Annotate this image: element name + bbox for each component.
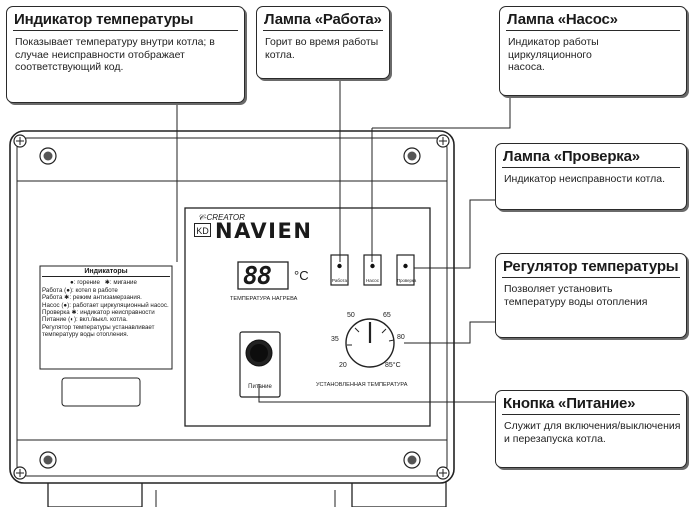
brand-logo: NAVIEN	[215, 219, 313, 243]
dial-tick-20: 20	[339, 362, 347, 369]
callout-divider	[506, 30, 680, 31]
legend-row-name: Насос	[42, 301, 60, 309]
bolt-top-right	[436, 134, 450, 148]
callout-desc: Горит во время работы котла.	[265, 36, 379, 61]
bolt-top-left	[13, 134, 27, 148]
legend-row-name: Питание	[42, 316, 67, 324]
dial-tick-65: 65	[383, 312, 391, 319]
legend-row-text: : режим антизамерзания.	[69, 294, 142, 302]
callout-power-button: Кнопка «Питание» Служит для включения/вы…	[495, 390, 687, 468]
legend-blink-icon: ✱	[104, 279, 110, 287]
callout-divider	[502, 167, 680, 168]
bolt-bottom-right	[436, 466, 450, 480]
dial-tick-85: 85°C	[385, 362, 401, 369]
indicators-legend	[39, 265, 173, 370]
dial-caption: УСТАНОВЛЕННАЯ ТЕМПЕРАТУРА	[316, 382, 408, 388]
leader-lines	[176, 79, 511, 403]
brand-tagline: 𝒞-CREATOR	[198, 213, 245, 222]
legend-row-name: Проверка	[42, 309, 70, 317]
temperature-display	[237, 261, 289, 290]
callout-divider	[502, 277, 680, 278]
callout-desc: Индикатор неисправности котла.	[504, 173, 666, 185]
lamp-pump-label: Насос	[365, 278, 380, 283]
callout-title: Регулятор температуры	[503, 258, 679, 275]
legend-row-text: : индикатор неисправности	[76, 309, 155, 317]
control-panel	[184, 207, 431, 427]
callout-title: Лампа «Проверка»	[503, 148, 640, 165]
callout-desc: Служит для включения/выключения и переза…	[504, 420, 681, 445]
legend-row-name: Работа	[42, 294, 63, 302]
callout-divider	[263, 30, 383, 31]
dial-tick-80: 80	[397, 334, 405, 341]
display-digits: 88	[243, 261, 272, 290]
legend-row-name: Работа	[42, 286, 63, 294]
display-unit: °C	[294, 268, 309, 283]
callout-divider	[502, 414, 680, 415]
legend-on-text: : горение	[73, 279, 100, 287]
legend-row: Проверка ✱: индикатор неисправности	[42, 309, 155, 317]
legend-row: Насос (●): работает циркуляционный насос…	[42, 301, 169, 309]
legend-title: Индикаторы	[42, 268, 170, 278]
legend-row-text: ): работает циркуляционный насос.	[67, 301, 169, 309]
legend-on-icon: ●	[70, 279, 74, 287]
screw-top-right	[403, 147, 421, 165]
legend-blink-text: : мигание	[109, 279, 137, 287]
callout-divider	[13, 30, 238, 31]
lamp-pump	[363, 254, 382, 286]
callout-desc: Индикатор работы циркуляционного насоса.	[508, 36, 599, 73]
callout-desc: Показывает температуру внутри котла; в с…	[15, 36, 215, 73]
legend-window	[61, 377, 141, 407]
screw-top-left	[39, 147, 57, 165]
legend-note: Регулятор температуры устанавливает темп…	[42, 323, 155, 339]
callout-pump-lamp: Лампа «Насос» Индикатор работы циркуляци…	[499, 6, 687, 96]
callout-check-lamp: Лампа «Проверка» Индикатор неисправности…	[495, 143, 687, 210]
legend-row: Работа (●): котел в работе	[42, 286, 118, 294]
bolt-bottom-left	[13, 466, 27, 480]
legend-symbols: ●: горение ✱: мигание	[42, 279, 170, 286]
callout-title: Лампа «Насос»	[507, 11, 618, 28]
callout-temperature-indicator: Индикатор температуры Показывает темпера…	[6, 6, 245, 103]
lamp-check-label: Проверка	[397, 278, 417, 283]
callout-desc: Позволяет установить температуру воды от…	[504, 283, 648, 308]
display-caption: ТЕМПЕРАТУРА НАГРЕВА	[230, 296, 298, 302]
callout-title: Лампа «Работа»	[264, 11, 382, 28]
legend-row-text: ): вкл./выкл. котла.	[73, 316, 128, 324]
legend-row-text: ): котел в работе	[69, 286, 118, 294]
callout-title: Кнопка «Питание»	[503, 395, 636, 412]
screw-bottom-left	[39, 451, 57, 469]
callout-work-lamp: Лампа «Работа» Горит во время работы кот…	[256, 6, 390, 79]
callout-temperature-regulator: Регулятор температуры Позволяет установи…	[495, 253, 687, 338]
legend-row: Питание (◐): вкл./выкл. котла.	[42, 316, 128, 324]
screw-bottom-right	[403, 451, 421, 469]
dial-tick-35: 35	[331, 336, 339, 343]
legend-content: Индикаторы ●: горение ✱: мигание Работа …	[42, 268, 170, 339]
callout-title: Индикатор температуры	[14, 11, 194, 28]
dial-tick-50: 50	[347, 312, 355, 319]
lamp-work-label: Работа	[331, 278, 348, 283]
legend-row: Работа ✱: режим антизамерзания.	[42, 294, 142, 302]
brand-kd: KD	[194, 223, 211, 237]
power-label: Питание	[248, 384, 272, 390]
lamp-check	[396, 254, 415, 286]
